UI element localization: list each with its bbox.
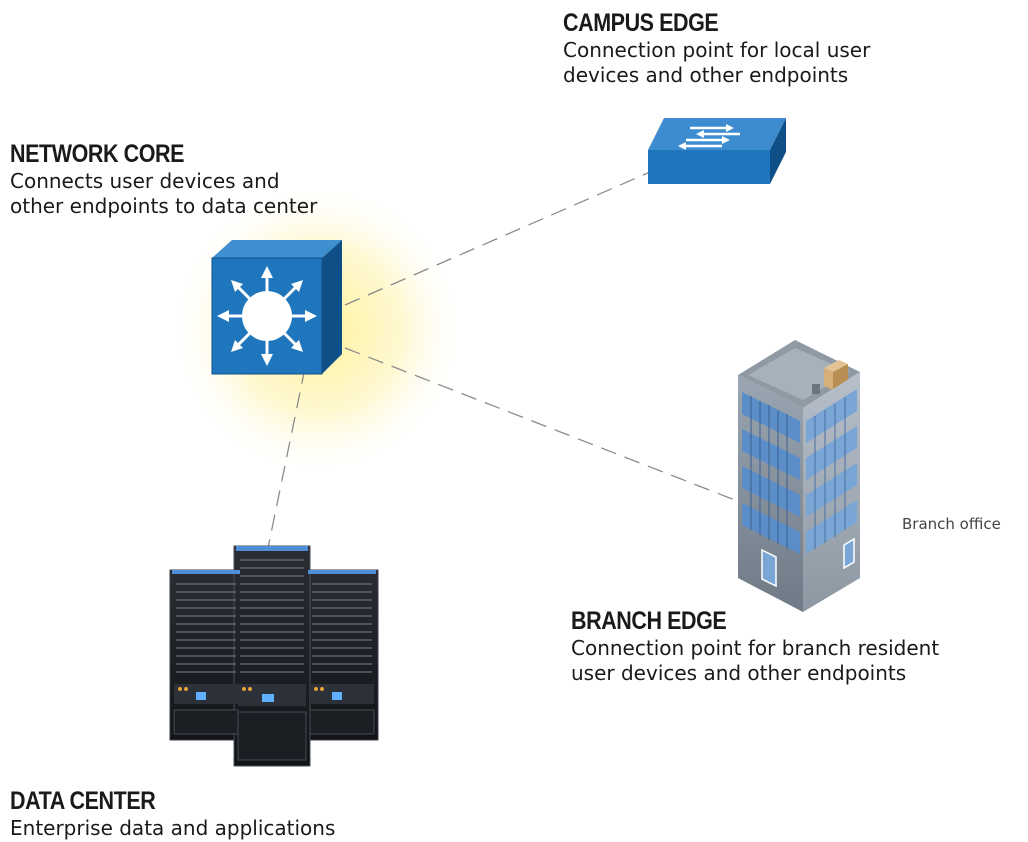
- network-core-block: NETWORK CORE Connects user devices and o…: [10, 139, 317, 219]
- link-core-datacenter: [267, 367, 306, 549]
- server-rack-icon: [169, 545, 379, 767]
- branch-office-label: Branch office: [902, 515, 1001, 533]
- office-building-icon: [738, 340, 860, 612]
- network-core-desc-line2: other endpoints to data center: [10, 194, 318, 218]
- workgroup-switch-icon: [648, 118, 786, 184]
- branch-edge-block: BRANCH EDGE Connection point for branch …: [571, 606, 939, 686]
- data-center-title: DATA CENTER: [10, 787, 156, 815]
- network-core-desc-line1: Connects user devices and: [10, 169, 280, 193]
- link-core-campus: [344, 171, 651, 306]
- campus-edge-block: CAMPUS EDGE Connection point for local u…: [563, 8, 870, 88]
- network-core-title: NETWORK CORE: [10, 140, 185, 168]
- branch-edge-title: BRANCH EDGE: [571, 607, 727, 635]
- data-center-desc-line1: Enterprise data and applications: [10, 816, 336, 840]
- link-core-branch: [344, 347, 741, 503]
- data-center-block: DATA CENTER Enterprise data and applicat…: [10, 786, 335, 841]
- links: [267, 171, 741, 549]
- branch-edge-desc-line2: user devices and other endpoints: [571, 661, 907, 685]
- campus-edge-desc-line1: Connection point for local user: [563, 38, 871, 62]
- branch-edge-desc-line1: Connection point for branch resident: [571, 636, 940, 660]
- campus-edge-desc-line2: devices and other endpoints: [563, 63, 849, 87]
- multilayer-switch-icon: [211, 240, 342, 375]
- campus-edge-title: CAMPUS EDGE: [563, 9, 719, 37]
